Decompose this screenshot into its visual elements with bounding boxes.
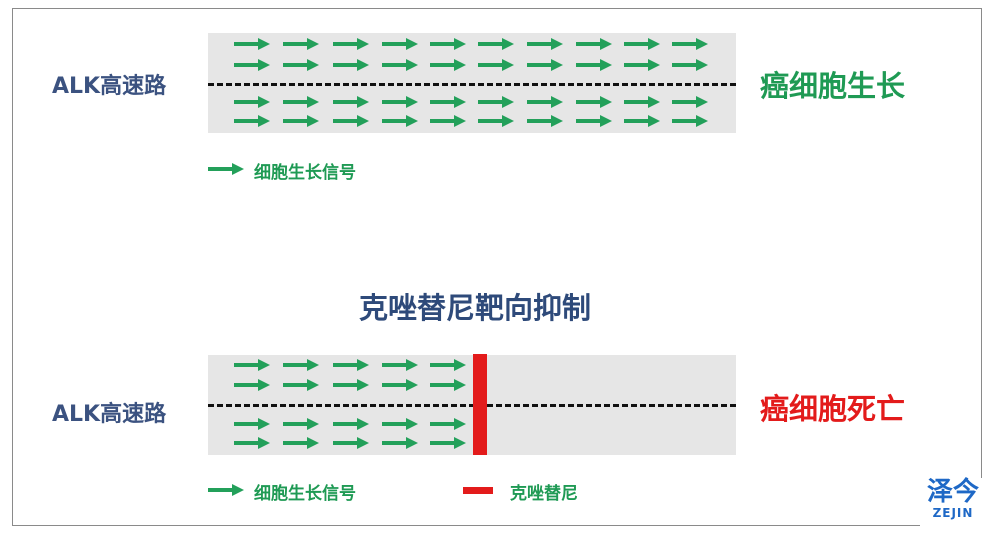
growth-signal-arrow-icon — [576, 59, 612, 71]
growth-signal-arrow-icon — [430, 418, 466, 430]
growth-signal-arrow-icon — [283, 359, 319, 371]
growth-signal-arrow-icon — [234, 59, 270, 71]
crizotinib-block — [473, 354, 487, 455]
growth-signal-arrow-icon — [234, 115, 270, 127]
watermark-cn: 泽今 — [926, 477, 979, 507]
growth-signal-arrow-icon — [283, 38, 319, 50]
growth-signal-arrow-icon — [382, 379, 418, 391]
growth-signal-arrow-icon — [430, 115, 466, 127]
growth-signal-arrow-icon — [624, 96, 660, 108]
growth-signal-arrow-icon — [333, 96, 369, 108]
growth-signal-arrow-icon — [672, 96, 708, 108]
growth-signal-arrow-icon — [672, 115, 708, 127]
watermark-en: ZEJIN — [932, 506, 974, 520]
growth-signal-arrow-icon — [283, 437, 319, 449]
growth-signal-arrow-icon — [234, 418, 270, 430]
growth-signal-arrow-icon — [234, 437, 270, 449]
growth-signal-arrow-icon — [333, 115, 369, 127]
legend-label-crizotinib: 克唑替尼 — [510, 484, 578, 504]
zejin-watermark-logo: 泽今 ZEJIN — [920, 478, 986, 528]
growth-signal-arrow-icon — [382, 115, 418, 127]
highway-centerline-top — [208, 83, 736, 86]
growth-signal-arrow-icon — [527, 96, 563, 108]
growth-signal-arrow-icon — [382, 38, 418, 50]
growth-signal-arrow-icon — [527, 59, 563, 71]
growth-signal-arrow-icon — [333, 437, 369, 449]
growth-signal-arrow-icon — [333, 38, 369, 50]
growth-signal-arrow-icon — [333, 379, 369, 391]
growth-signal-arrow-icon — [430, 437, 466, 449]
growth-signal-arrow-icon — [382, 96, 418, 108]
growth-signal-arrow-icon — [283, 115, 319, 127]
growth-signal-arrow-icon — [234, 38, 270, 50]
growth-signal-arrow-icon — [333, 418, 369, 430]
alk-highway-label-bottom: ALK高速路 — [52, 402, 167, 427]
growth-signal-arrow-icon — [283, 96, 319, 108]
legend-label-growth-signal-top: 细胞生长信号 — [254, 163, 356, 183]
growth-signal-arrow-icon — [624, 59, 660, 71]
growth-signal-arrow-icon — [430, 59, 466, 71]
growth-signal-arrow-icon — [672, 38, 708, 50]
growth-signal-arrow-icon — [576, 115, 612, 127]
diagram-frame — [12, 8, 982, 526]
growth-signal-arrow-icon — [333, 359, 369, 371]
growth-signal-arrow-icon — [382, 437, 418, 449]
growth-signal-arrow-icon — [283, 59, 319, 71]
growth-signal-arrow-icon — [624, 38, 660, 50]
growth-signal-arrow-icon — [382, 359, 418, 371]
legend-label-growth-signal-bottom: 细胞生长信号 — [254, 484, 356, 504]
growth-signal-arrow-icon — [234, 359, 270, 371]
legend-arrow-icon-bottom — [208, 484, 244, 496]
growth-signal-arrow-icon — [527, 115, 563, 127]
growth-signal-arrow-icon — [382, 418, 418, 430]
outcome-cancer-growth: 癌细胞生长 — [760, 69, 906, 103]
outcome-cancer-death: 癌细胞死亡 — [760, 392, 906, 426]
inhibition-title: 克唑替尼靶向抑制 — [358, 291, 591, 325]
growth-signal-arrow-icon — [283, 379, 319, 391]
growth-signal-arrow-icon — [624, 115, 660, 127]
highway-centerline-bottom — [208, 404, 736, 407]
growth-signal-arrow-icon — [234, 96, 270, 108]
growth-signal-arrow-icon — [430, 38, 466, 50]
growth-signal-arrow-icon — [478, 115, 514, 127]
growth-signal-arrow-icon — [576, 38, 612, 50]
growth-signal-arrow-icon — [430, 96, 466, 108]
alk-highway-label-top: ALK高速路 — [52, 74, 167, 99]
growth-signal-arrow-icon — [478, 59, 514, 71]
growth-signal-arrow-icon — [333, 59, 369, 71]
legend-arrow-icon-top — [208, 163, 244, 175]
growth-signal-arrow-icon — [478, 96, 514, 108]
growth-signal-arrow-icon — [430, 379, 466, 391]
growth-signal-arrow-icon — [234, 379, 270, 391]
growth-signal-arrow-icon — [478, 38, 514, 50]
legend-crizotinib-block-icon — [463, 487, 493, 494]
growth-signal-arrow-icon — [527, 38, 563, 50]
growth-signal-arrow-icon — [576, 96, 612, 108]
growth-signal-arrow-icon — [382, 59, 418, 71]
growth-signal-arrow-icon — [283, 418, 319, 430]
growth-signal-arrow-icon — [430, 359, 466, 371]
growth-signal-arrow-icon — [672, 59, 708, 71]
